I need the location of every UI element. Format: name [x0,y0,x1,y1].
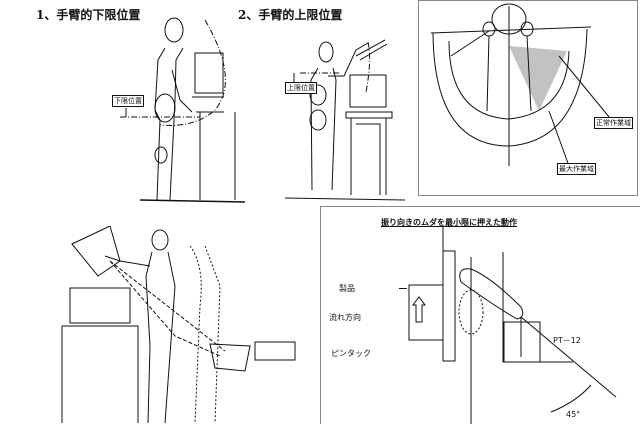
turning-figure-drawing [61,226,296,423]
arm-limit-panel: 1、手臂的下限位置 2、手臂的上限位置 下限位置 上限位置 [0,0,416,206]
motion-drawing [408,227,617,424]
lower-limit-label: 下限位置 [112,95,144,107]
normal-work-area-label: 正常作業域 [594,117,633,129]
work-area-panel: 正常作業域 最大作業域 [418,0,638,196]
work-area-drawing [430,3,615,167]
product-label: 製品 [339,284,355,293]
lower-limit-title: 1、手臂的下限位置 [36,8,141,22]
part-label: PT－12 [553,336,581,345]
line-dash [399,288,407,289]
turning-figure-panel [0,226,318,423]
motion-title: 振り向きのムダを最小限に押えた動作 [381,218,517,227]
upper-limit-label: 上限位置 [285,82,317,94]
motion-panel: 振り向きのムダを最小限に押えた動作 製品 流れ方向 ピンタック PT－12 45… [320,206,640,424]
pin-tack-label: ピンタック [331,349,371,358]
flow-direction-label: 流れ方向 [329,313,361,322]
upper-limit-title: 2、手臂的上限位置 [238,8,343,22]
angle-label: 45° [566,410,581,419]
max-work-area-label: 最大作業域 [557,163,596,175]
arm-limit-drawing [120,17,406,203]
